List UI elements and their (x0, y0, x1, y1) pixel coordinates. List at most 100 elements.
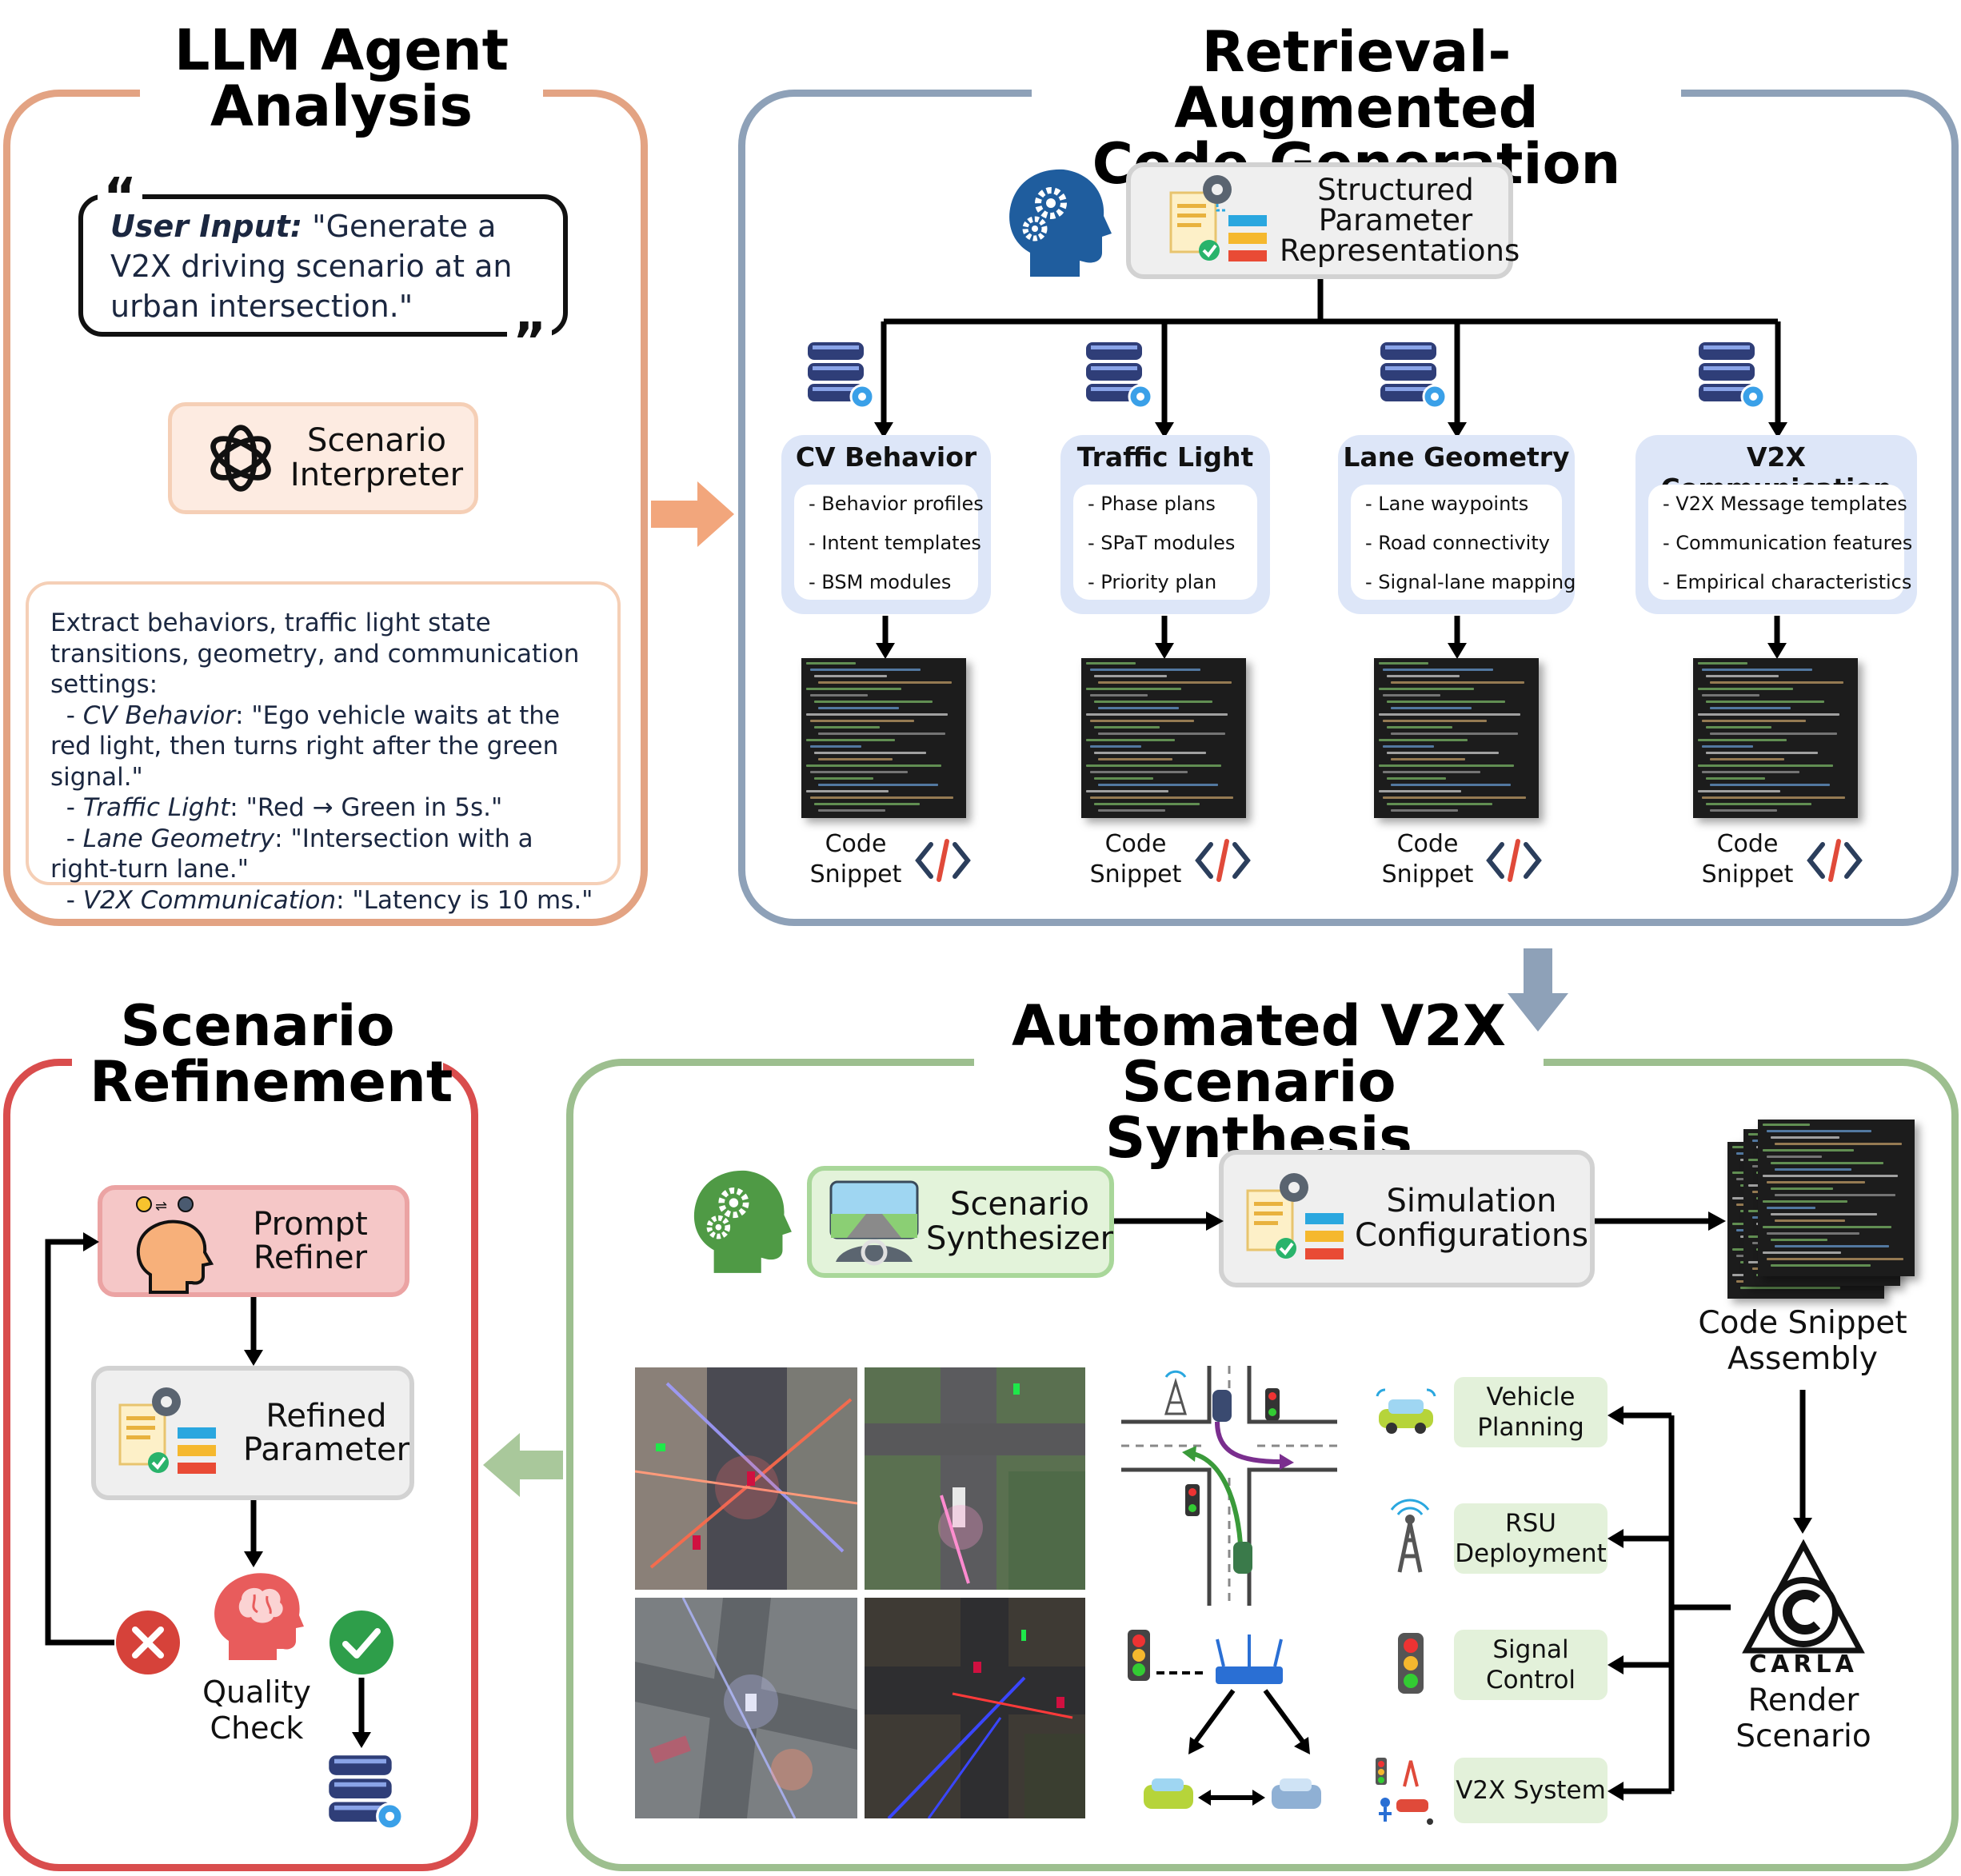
carla-logo-icon (1742, 1539, 1865, 1654)
user-input-label: User Input: (110, 209, 303, 244)
intersection-diagram-icon (1121, 1366, 1337, 1606)
category-item: - Empirical characteristics (1663, 571, 1912, 593)
category-card-cv-behavior: CV Behavior - Behavior profiles - Intent… (781, 435, 991, 614)
category-card-v2x-communication: V2X Communication - V2X Message template… (1635, 435, 1917, 614)
brain-head-icon (214, 1573, 304, 1660)
extract-text: Extract behaviors, traffic light state t… (50, 609, 593, 915)
code-thumbnail-3 (1374, 658, 1539, 818)
database-icon-3 (1380, 342, 1448, 409)
refined-parameter-box: Refined Parameter (91, 1366, 414, 1500)
category-item: - Signal-lane mapping (1365, 571, 1576, 593)
extract-v2x-label: V2X Communication (82, 885, 337, 915)
category-item: - V2X Message templates (1663, 493, 1907, 515)
parameter-doc-icon (1246, 1173, 1344, 1259)
traffic-signal-icon (1398, 1633, 1424, 1694)
category-card-traffic-light: Traffic Light - Phase plans - SPaT modul… (1060, 435, 1270, 614)
code-thumbnail-4 (1693, 658, 1858, 818)
extract-v2x-text: : "Latency is 10 ms." (336, 885, 593, 915)
head-idea-icon: ⇌ (136, 1196, 214, 1294)
extract-lg-text: : "Intersection with a right-turn lane." (50, 824, 533, 884)
svg-text:⇌: ⇌ (155, 1198, 167, 1215)
code-brackets-icon (1807, 839, 1863, 882)
head-gears-icon-green (693, 1170, 792, 1273)
category-title: CV Behavior (795, 441, 977, 473)
scenario-interpreter-box: Scenario Interpreter (168, 402, 478, 514)
reject-x-icon (116, 1611, 180, 1674)
code-snippet-assembly-label: Code Snippet Assembly (1698, 1305, 1907, 1377)
database-icon-refined (329, 1755, 404, 1830)
user-input-prompt: "Generate a V2X driving scenario at an u… (110, 209, 513, 324)
code-thumbnail-2 (1081, 658, 1246, 818)
database-icon-4 (1699, 342, 1766, 409)
simulation-screenshot-3 (635, 1598, 857, 1818)
simulation-screenshot-4 (865, 1598, 1085, 1818)
quality-check-label: Quality Check (202, 1674, 311, 1746)
v2x-system-icon (1376, 1758, 1433, 1825)
component-vehicle-planning: Vehicle Planning (1454, 1377, 1608, 1447)
arrow-llm-to-rag (651, 481, 734, 547)
prompt-refiner-box: ⇌ Prompt Refiner (98, 1185, 409, 1297)
code-snippet-label-1: Code Snippet (809, 830, 902, 888)
extract-intro: Extract behaviors, traffic light state t… (50, 609, 580, 699)
extract-cv-label: CV Behavior (82, 701, 236, 730)
component-signal-control: Signal Control (1454, 1630, 1608, 1700)
extract-tl-label: Traffic Light (82, 793, 230, 822)
openai-logo-icon (210, 425, 271, 492)
category-title: Traffic Light (1076, 441, 1254, 473)
category-item: - Lane waypoints (1365, 493, 1529, 515)
refinement-title: Scenario Refinement (72, 998, 453, 1110)
category-item: - Road connectivity (1365, 532, 1550, 554)
category-item: - BSM modules (809, 571, 952, 593)
code-thumbnail-1 (801, 658, 966, 818)
refined-parameter-label: Refined Parameter (242, 1398, 410, 1468)
simulation-config-box: Simulation Configurations (1219, 1150, 1595, 1287)
approve-check-icon (329, 1611, 393, 1674)
carla-logo-text: CARLA (1749, 1650, 1858, 1678)
structured-param-label: Structured Parameter Representations (1280, 173, 1520, 268)
simulation-screenshot-1 (635, 1367, 857, 1590)
code-thumbnail-stack-3 (1758, 1120, 1915, 1276)
scenario-interpreter-label: Scenario Interpreter (290, 422, 464, 493)
render-scenario-label: Render Scenario (1735, 1682, 1871, 1754)
vehicle-icon (1376, 1388, 1436, 1434)
simulation-config-label: Simulation Configurations (1354, 1183, 1589, 1254)
code-snippet-label-4: Code Snippet (1701, 830, 1794, 888)
component-rsu-deployment: RSU Deployment (1454, 1503, 1608, 1574)
synthesis-title: Automated V2X Scenario Synthesis (974, 998, 1544, 1166)
user-input-text: User Input: "Generate a V2X driving scen… (110, 206, 542, 326)
category-item: - Behavior profiles (809, 493, 984, 515)
code-snippet-label-2: Code Snippet (1089, 830, 1182, 888)
extract-lg-label: Lane Geometry (82, 824, 275, 853)
database-icon-1 (808, 342, 875, 409)
parameter-doc-icon (1169, 175, 1267, 261)
code-brackets-icon (1195, 839, 1251, 882)
scenario-synthesizer-label: Scenario Synthesizer (925, 1186, 1114, 1257)
extract-cv-text: : "Ego vehicle waits at the red light, t… (50, 701, 561, 792)
extract-tl-text: : "Red → Green in 5s." (230, 793, 503, 822)
category-item: - Intent templates (809, 532, 981, 554)
structured-param-box: Structured Parameter Representations (1126, 162, 1520, 279)
arrow-rag-to-synthesis (1508, 948, 1568, 1032)
category-card-lane-geometry: Lane Geometry - Lane waypoints - Road co… (1338, 435, 1576, 614)
parameter-doc-icon (118, 1387, 216, 1474)
prompt-refiner-label: Prompt Refiner (253, 1206, 368, 1276)
arrow-synthesis-to-refinement (483, 1433, 563, 1497)
database-icon-2 (1086, 342, 1153, 409)
head-gears-icon (1009, 169, 1112, 277)
rsu-tower-icon (1390, 1499, 1430, 1573)
code-brackets-icon (1486, 839, 1542, 882)
llm-agent-title: LLM Agent Analysis (140, 22, 543, 134)
driving-view-icon (829, 1180, 919, 1266)
simulation-screenshot-2 (865, 1367, 1085, 1590)
category-item: - SPaT modules (1088, 532, 1236, 554)
scenario-synthesizer-box: Scenario Synthesizer (807, 1166, 1114, 1278)
category-title: Lane Geometry (1343, 441, 1570, 473)
category-item: - Communication features (1663, 532, 1913, 554)
v2x-network-diagram-icon (1128, 1630, 1321, 1809)
code-brackets-icon (915, 839, 971, 882)
code-snippet-label-3: Code Snippet (1381, 830, 1474, 888)
category-item: - Priority plan (1088, 571, 1217, 593)
